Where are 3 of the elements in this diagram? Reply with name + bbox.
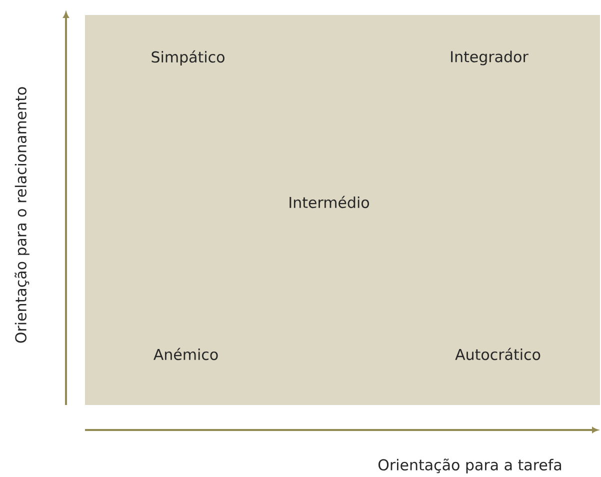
axis-label: Orientação para o relacionamento [14, 87, 30, 343]
axis-label: Orientação para a tarefa [378, 458, 562, 474]
quadrant-panel: Simpático Integrador Intermédio Anémico Autocrático [85, 15, 600, 405]
